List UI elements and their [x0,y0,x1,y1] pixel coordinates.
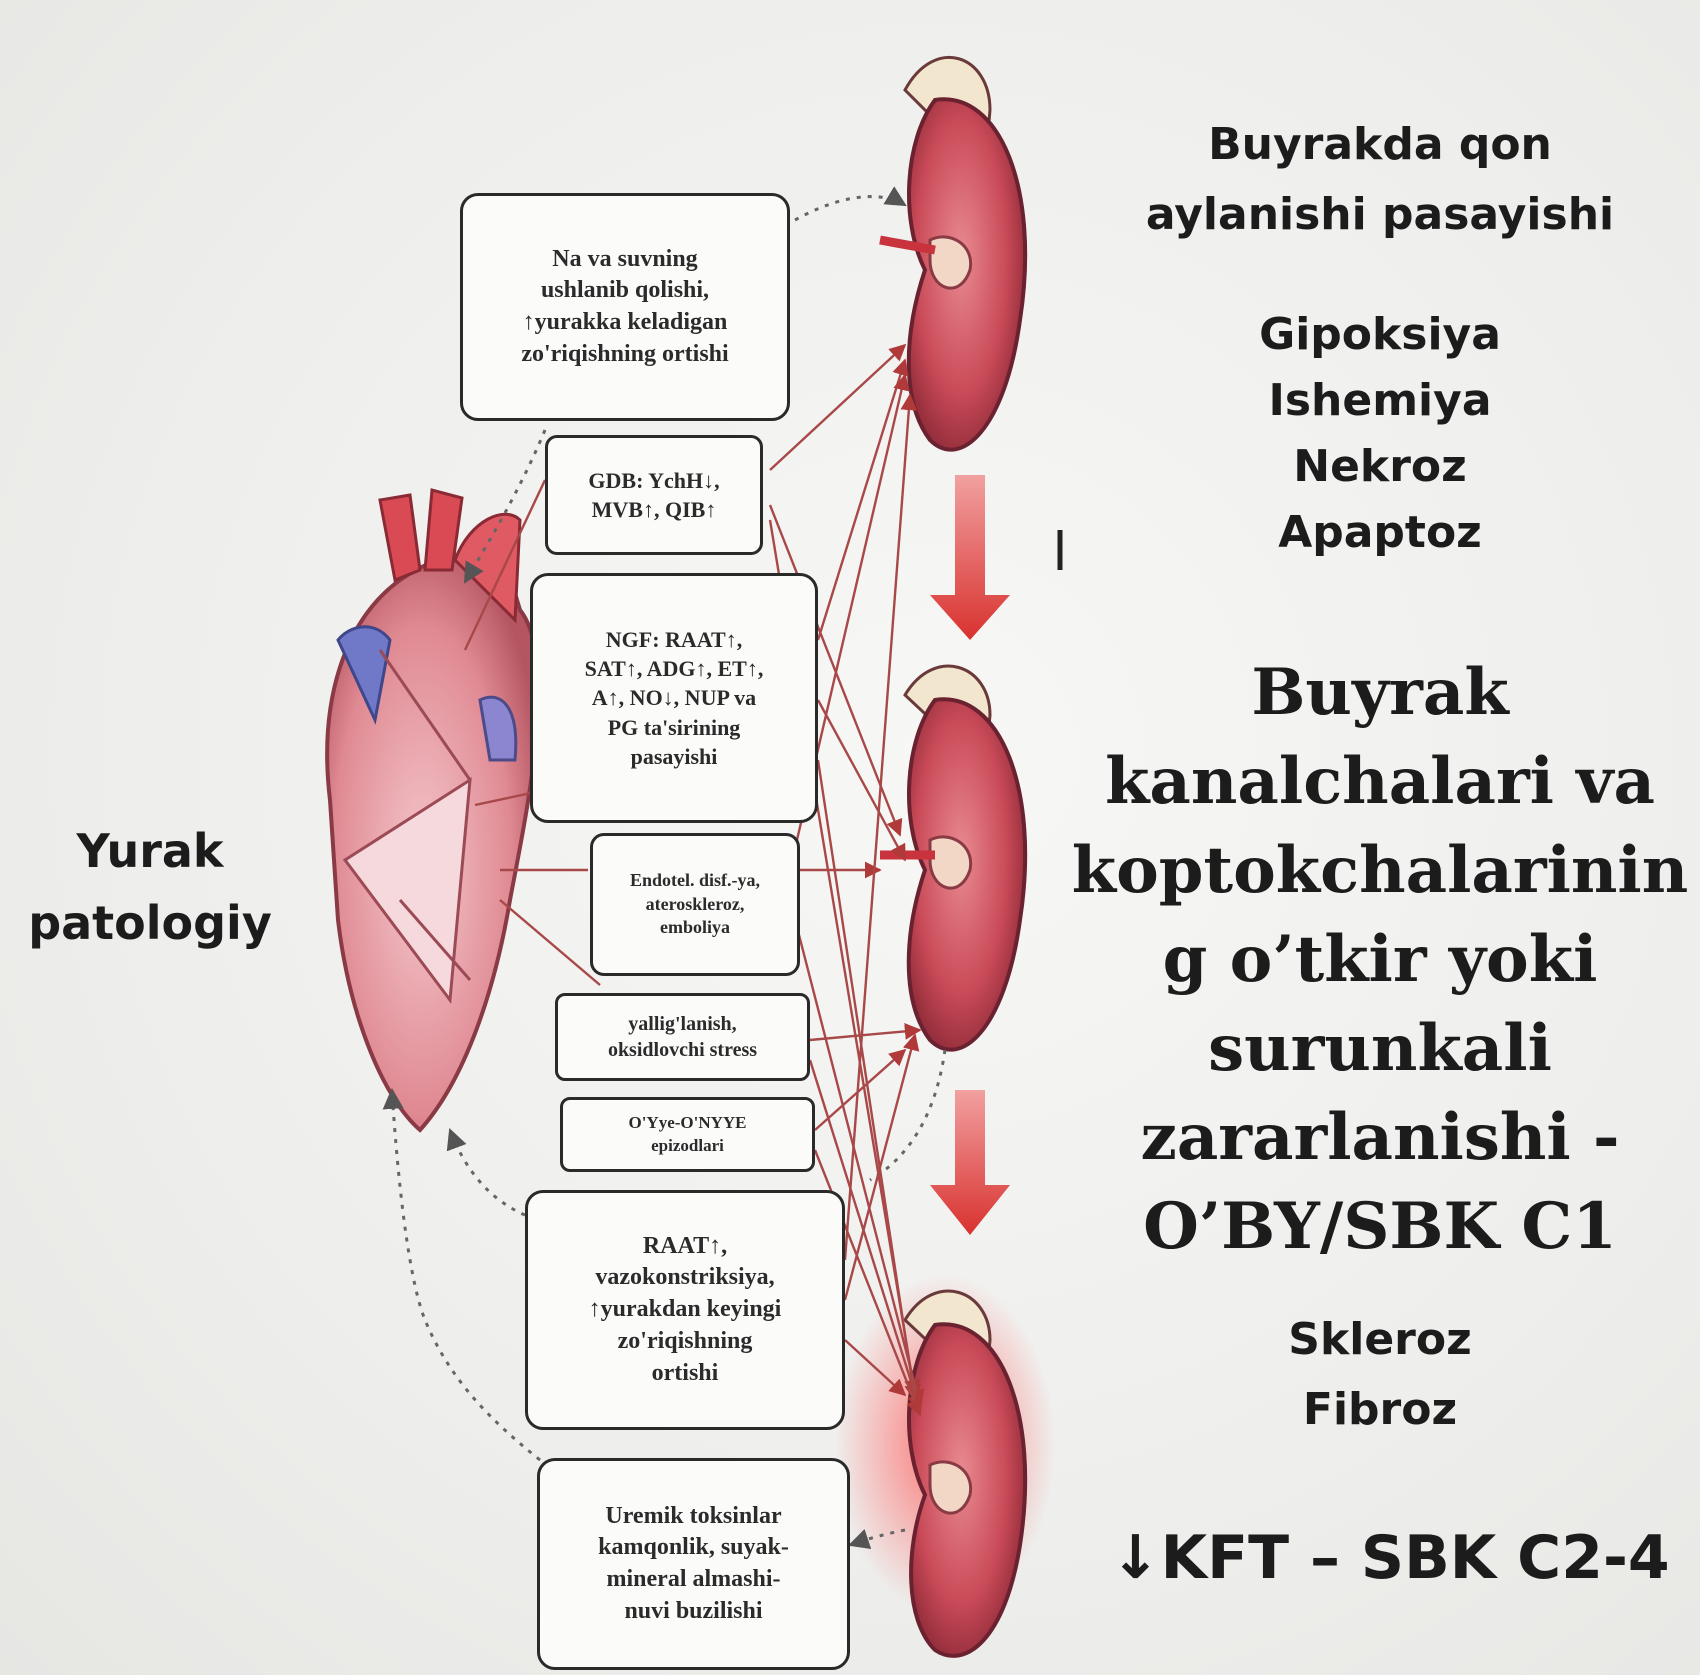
big-arrow-1 [930,475,1010,640]
box-raat: RAAT↑, vazokonstriksiya, ↑yurakdan keyin… [525,1190,845,1430]
heart-pathology-label: Yurak patologiy [0,815,300,959]
kidney-bottom [835,1275,1055,1656]
big-arrow-2 [930,1090,1010,1235]
box-gdb: GDB: YchH↓, MVB↑, QIB↑ [545,435,763,555]
text-sclerosis-fibrosis: Skleroz Fibroz [1090,1305,1670,1445]
box-uremic-toxins: Uremik toksinlar kamqonlik, suyak- miner… [537,1458,850,1670]
kidney-middle [880,666,1025,1050]
box-episodes: O'Yye-O'NYYE epizodlari [560,1097,815,1172]
box-na-water-retention: Na va suvning ushlanib qolishi, ↑yurakka… [460,193,790,421]
text-gfr-ckd: ↓KFT – SBK C2-4 [1090,1518,1690,1598]
text-acute-chronic-damage: Buyrak kanalchalari va koptokchalarinin … [1060,648,1700,1271]
box-ngf: NGF: RAAT↑, SAT↑, ADG↑, ET↑, A↑, NO↓, NU… [530,573,818,823]
box-endothelial: Endotel. disf.-ya, ateroskleroz, emboliy… [590,833,800,976]
text-blood-flow-decrease: Buyrakda qon aylanishi pasayishi [1090,110,1670,250]
text-hypoxia-list: Gipoksiya Ishemiya Nekroz Apaptoz [1090,302,1670,566]
box-inflammation: yallig'lanish, oksidlovchi stress [555,993,810,1081]
heart-illustration [327,490,538,1130]
